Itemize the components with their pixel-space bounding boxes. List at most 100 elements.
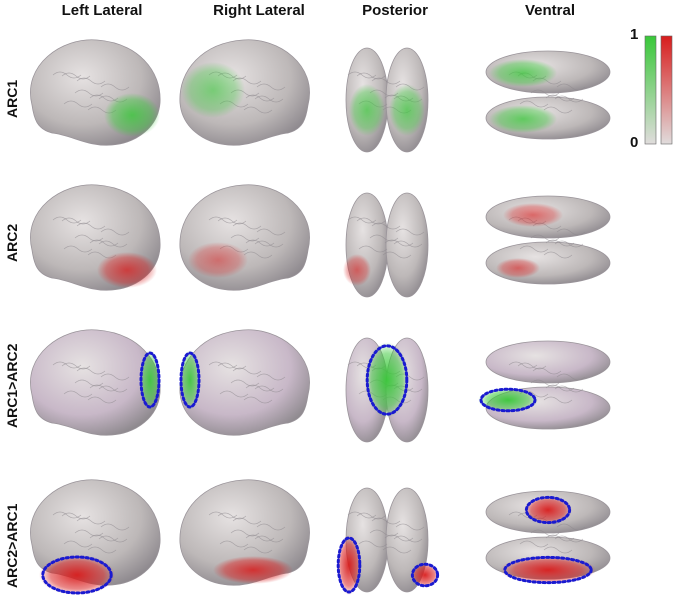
sulcus-line xyxy=(100,373,130,381)
activation-blob-r2-c4-2 xyxy=(496,258,540,278)
activation-blob-r2-c3-1 xyxy=(343,254,371,286)
brain-cells xyxy=(30,39,611,595)
sulcus-line xyxy=(61,72,91,80)
sulcus-line xyxy=(98,385,128,393)
brain-cell-r1-c3 xyxy=(345,47,429,153)
sulcus-line xyxy=(256,83,286,91)
sulcus-line xyxy=(52,216,82,224)
sulcus-line xyxy=(61,362,91,370)
colorbar-red xyxy=(660,35,673,145)
sulcus-line xyxy=(382,546,412,554)
sulcus-line xyxy=(100,228,130,236)
sulcus-line xyxy=(208,216,238,224)
activation-blob-r1-c1-1 xyxy=(104,93,160,137)
brain-cell-r3-c3 xyxy=(345,337,429,443)
sulcus-line xyxy=(87,546,117,554)
sulcus-line xyxy=(230,379,260,387)
sulcus-line xyxy=(63,390,93,398)
sulcus-line xyxy=(208,511,238,519)
significance-outline-r4-c3-1 xyxy=(336,536,362,594)
sulcus-line xyxy=(254,385,284,393)
sulcus-line xyxy=(369,234,399,242)
sulcus-line xyxy=(63,245,93,253)
sulcus-line xyxy=(347,216,377,224)
sulcus-line xyxy=(530,379,560,387)
sulcus-line xyxy=(217,217,247,225)
sulcus-line xyxy=(254,95,284,103)
brain-surface-r3-c4-left-hemisphere xyxy=(485,340,611,384)
sulcus-line xyxy=(358,540,388,548)
sulcus-line xyxy=(243,106,273,114)
significance-outline-r4-c4-1 xyxy=(503,555,593,585)
sulcus-line xyxy=(356,512,386,520)
brain-cell-r3-c2 xyxy=(179,329,310,436)
activation-blob-r3-c2-1 xyxy=(180,350,200,410)
sulcus-line xyxy=(256,373,286,381)
sulcus-line xyxy=(554,535,584,543)
sulcus-line xyxy=(254,535,284,543)
sulcus-line xyxy=(356,72,386,80)
sulcus-line xyxy=(74,379,104,387)
activation-blob-r1-c2-1 xyxy=(181,62,245,118)
sulcus-line xyxy=(74,89,104,97)
colorbar-green xyxy=(644,35,657,145)
activation-blob-r2-c4-1 xyxy=(503,203,563,227)
significance-outline-r4-c3-2 xyxy=(410,562,440,588)
brain-cell-r4-c3 xyxy=(336,487,440,595)
sulcus-line xyxy=(382,251,412,259)
activation-blob-r3-c4-1 xyxy=(478,388,538,412)
activation-blob-r4-c3-2 xyxy=(411,563,439,587)
brain-surface-r3-c1 xyxy=(30,329,161,436)
significance-outline-r4-c4-2 xyxy=(524,495,572,525)
sulcus-line xyxy=(243,546,273,554)
sulcus-line xyxy=(52,71,82,79)
brain-cell-r1-c1 xyxy=(30,39,161,146)
sulcus-line xyxy=(554,95,584,103)
activation-blob-r4-c2-1 xyxy=(213,556,293,584)
sulcus-line xyxy=(217,362,247,370)
significance-outline-r3-c4-1 xyxy=(479,387,537,413)
sulcus-line xyxy=(74,529,104,537)
sulcus-line xyxy=(517,362,547,370)
sulcus-line xyxy=(230,234,260,242)
sulcus-line xyxy=(208,361,238,369)
sulcus-line xyxy=(347,71,377,79)
column-header-right-lateral: Right Lateral xyxy=(213,2,305,19)
brain-cell-r1-c2 xyxy=(179,39,310,146)
sulcus-line xyxy=(256,228,286,236)
legend-min-label: 0 xyxy=(630,134,639,151)
sulcus-line xyxy=(556,523,586,531)
activation-blob-r3-c1-1 xyxy=(140,350,160,410)
sulcus-line xyxy=(530,234,560,242)
sulcus-line xyxy=(87,396,117,404)
sulcus-line xyxy=(530,529,560,537)
activation-blob-r4-c4-1 xyxy=(500,556,596,584)
brain-cell-r2-c2 xyxy=(179,184,310,291)
column-header-left-lateral: Left Lateral xyxy=(61,2,143,19)
sulcus-line xyxy=(554,385,584,393)
sulcus-line xyxy=(393,535,423,543)
sulcus-line xyxy=(347,511,377,519)
activation-blob-r2-c1-1 xyxy=(97,252,157,288)
sulcus-line xyxy=(61,512,91,520)
sulcus-line xyxy=(100,523,130,531)
sulcus-line xyxy=(543,396,573,404)
legend-max-label: 1 xyxy=(630,26,639,43)
sulcus-line xyxy=(63,100,93,108)
sulcus-line xyxy=(219,390,249,398)
significance-outline-r3-c2-1 xyxy=(179,351,201,409)
brain-cell-r3-c4 xyxy=(478,340,611,430)
sulcus-line xyxy=(519,100,549,108)
brain-surface-r2-c3-right-hemisphere xyxy=(385,192,429,298)
column-header-ventral: Ventral xyxy=(524,2,576,19)
sulcus-line xyxy=(243,396,273,404)
brain-cell-r2-c4 xyxy=(485,195,611,285)
sulcus-line xyxy=(256,523,286,531)
sulcus-line xyxy=(519,245,549,253)
column-header-posterior: Posterior xyxy=(362,2,428,19)
sulcus-line xyxy=(530,89,560,97)
activation-blob-r1-c3-1 xyxy=(349,84,385,136)
sulcus-line xyxy=(52,511,82,519)
sulcus-line xyxy=(219,540,249,548)
